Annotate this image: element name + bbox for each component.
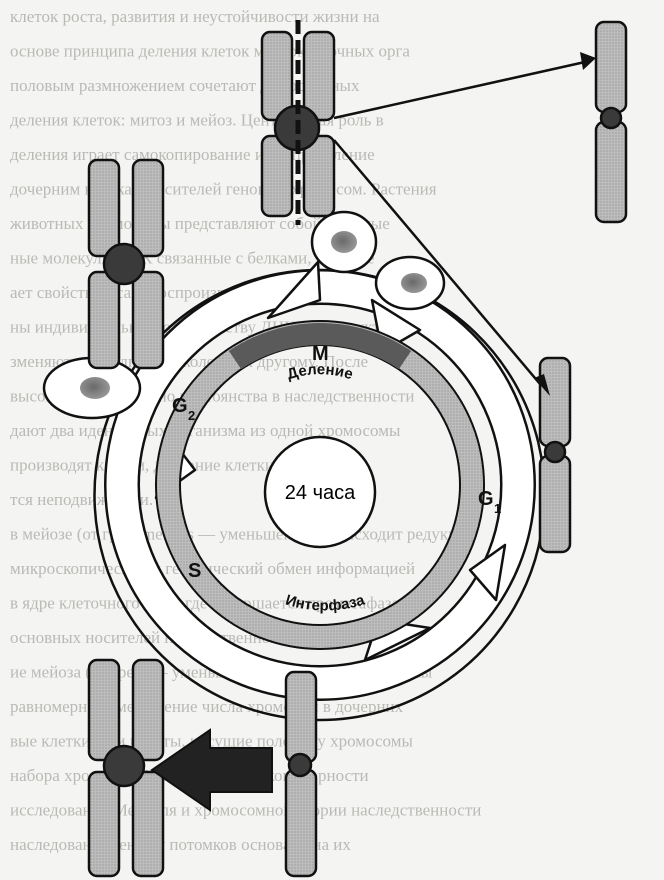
chromosome-left-duplicated	[87, 158, 165, 370]
center-circle	[263, 435, 377, 549]
background-text-line: клеток роста, развития и неустойчивости …	[10, 7, 380, 26]
chromosome-single-bottom	[284, 670, 318, 878]
phase-g1-label: G 1	[478, 488, 501, 516]
background-text-line: в мейозе (от греч. meiosis — уменьшение)…	[10, 525, 474, 544]
phase-s-label: S	[188, 560, 201, 582]
center-label: 24 часа	[285, 482, 356, 504]
svg-text:G: G	[478, 488, 494, 510]
chromosome-bottom-left-duplicated	[87, 658, 165, 878]
inner-grey-ring	[155, 320, 485, 650]
svg-text:2: 2	[188, 408, 195, 423]
separation-arrows	[333, 60, 586, 385]
cell-g1	[374, 255, 446, 311]
chromosome-metaphase	[260, 20, 336, 225]
replication-arrow	[150, 728, 273, 812]
daughter-cell-top	[310, 210, 378, 274]
phase-g2-label: G 2	[172, 395, 195, 423]
chromosome-single-top-right	[594, 20, 628, 224]
background-text: клеток роста, развития и неустойчивости …	[9, 7, 481, 854]
phase-m-label: M	[312, 343, 329, 365]
separation-arrowheads	[534, 52, 596, 396]
background-text-line: дают два идентичных организма из одной х…	[10, 421, 401, 440]
background-text-line: микроскопический и генетический обмен ин…	[10, 559, 415, 578]
ring-label-division: Деление	[285, 361, 355, 383]
background-text-line: исследования Менделя и хромосомной теори…	[10, 801, 481, 820]
background-text-line: дочерним клеткам носителей генов — хромо…	[10, 180, 437, 199]
svg-text:G: G	[172, 395, 188, 417]
svg-text:1: 1	[494, 501, 501, 516]
background-text-line: основе принципа деления клеток многоклет…	[10, 42, 410, 61]
ring-label-interphase: Интерфаза	[284, 591, 368, 614]
background-text-line: равномерное уменьшение числа хромосом в …	[10, 697, 404, 716]
chromosome-single-right	[538, 356, 572, 554]
